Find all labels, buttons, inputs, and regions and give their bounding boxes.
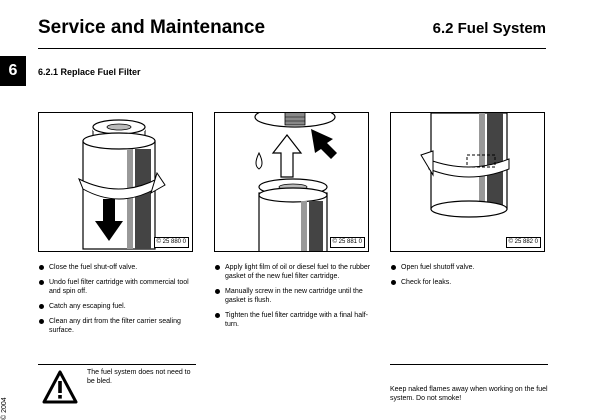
- list-item: Check for leaks.: [390, 278, 548, 287]
- warning-text: The fuel system does not need to be bled…: [87, 369, 191, 385]
- list-item: Catch any escaping fuel.: [38, 302, 196, 311]
- filter-tighten-illustration: [420, 113, 510, 218]
- filter-removal-illustration: [78, 119, 166, 250]
- list-item: Tighten the fuel filter cartridge with a…: [214, 311, 372, 329]
- list-item: Clean any dirt from the filter carrier s…: [38, 317, 196, 335]
- section-title: 6.2 Fuel System: [432, 20, 546, 37]
- note-rule: [390, 364, 548, 365]
- figure-code: © 25 880 0: [153, 237, 189, 248]
- warning-rule: [38, 364, 196, 365]
- figure-unscrew-filter: © 25 880 0: [38, 112, 193, 252]
- list-item: Manually screw in the new cartridge unti…: [214, 287, 372, 305]
- warning-triangle-icon: [42, 370, 78, 404]
- steps-column-1: Close the fuel shut-off valve. Undo fuel…: [38, 263, 196, 341]
- subheading: 6.2.1 Replace Fuel Filter: [38, 67, 141, 77]
- page-title: Service and Maintenance: [38, 17, 266, 38]
- list-item: Open fuel shutoff valve.: [390, 263, 548, 272]
- list-item: Apply light film of oil or diesel fuel t…: [214, 263, 372, 281]
- figure-tighten-filter: © 25 882 0: [390, 112, 545, 252]
- figure-code: © 25 882 0: [505, 237, 541, 248]
- filter-install-illustration: [254, 113, 337, 251]
- list-item: Undo fuel filter cartridge with commerci…: [38, 278, 196, 296]
- chapter-tab: 6: [0, 56, 26, 86]
- figure-install-filter: © 25 881 0: [214, 112, 369, 252]
- copyright: © 2004: [1, 397, 8, 420]
- list-item: Close the fuel shut-off valve.: [38, 263, 196, 272]
- header-rule: [38, 48, 546, 49]
- steps-column-3: Open fuel shutoff valve. Check for leaks…: [390, 263, 548, 293]
- steps-column-2: Apply light film of oil or diesel fuel t…: [214, 263, 372, 335]
- figure-code: © 25 881 0: [329, 237, 365, 248]
- note-text: Keep naked flames away when working on t…: [390, 386, 548, 402]
